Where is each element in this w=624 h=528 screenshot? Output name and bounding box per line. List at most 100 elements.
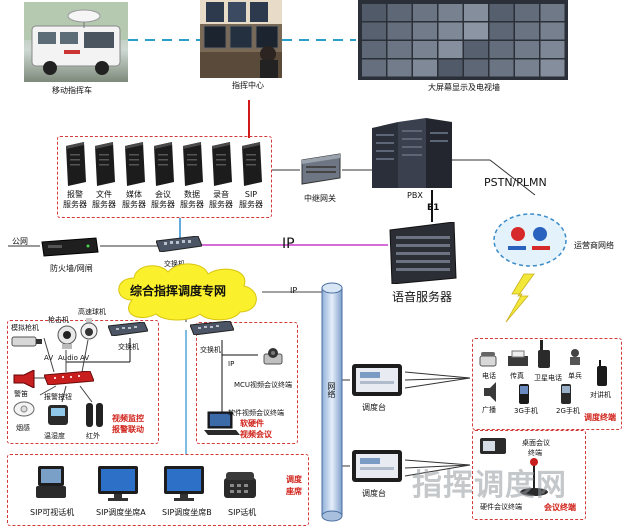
audio-label: Audio — [58, 354, 78, 362]
carrier-cloud — [492, 212, 568, 268]
infrared-sensor-icon — [84, 403, 106, 429]
video-monitoring-box — [7, 320, 159, 444]
smoke-detector-icon — [13, 400, 35, 418]
server-tower — [240, 142, 264, 186]
video-wall-tile — [540, 4, 565, 21]
gun-camera-label: 枪击机 — [48, 316, 69, 324]
trunk-gateway-device — [300, 152, 342, 188]
server-tower — [152, 142, 176, 186]
mobile-command-vehicle-image — [24, 2, 128, 82]
analog-camera-icon — [10, 334, 44, 348]
video-wall-image — [358, 0, 568, 80]
server-tower — [210, 142, 234, 186]
siren-label: 警笛 — [14, 390, 28, 398]
av-label: AV — [44, 354, 54, 362]
desktop-terminal-label-line2: 终端 — [528, 449, 542, 457]
server-label-line2: 服务器 — [122, 200, 146, 209]
server-label-line2: 服务器 — [239, 200, 263, 209]
video-wall-tile — [387, 59, 412, 77]
server-tower — [181, 142, 205, 186]
terminals-section-title: 调度终端 — [584, 413, 616, 422]
mobile-2g-icon — [560, 384, 572, 404]
phone-icon — [478, 350, 498, 368]
dispatch-terminals-box — [472, 338, 622, 430]
sip-phone-icon — [222, 472, 258, 500]
core-network-cloud — [112, 260, 262, 322]
mobile-3g-icon — [518, 384, 530, 404]
trunk-gateway-label: 中继网关 — [304, 194, 336, 203]
video-wall-tile — [489, 4, 514, 21]
video-wall-tile — [489, 59, 514, 77]
mobile-2g-label: 2G手机 — [556, 407, 580, 415]
av2-label: AV — [80, 354, 90, 362]
dispatch-console-1-icon — [350, 362, 404, 398]
broadcast-label: 广播 — [482, 406, 496, 414]
video-wall-tile — [540, 41, 565, 58]
server-label-line2: 服务器 — [63, 200, 87, 209]
satellite-phone-icon — [536, 340, 552, 370]
core-switch-device — [155, 235, 203, 253]
hardware-terminal-label: 硬件会议终端 — [480, 503, 522, 511]
dispatch-console-1-label: 调度台 — [362, 403, 386, 412]
dispatch-console-2-icon — [350, 448, 404, 484]
server-label-line1: 数据 — [184, 190, 200, 199]
siren-icon — [12, 369, 38, 389]
public-network-label: 公网 — [12, 237, 28, 246]
video-wall-tile — [413, 59, 437, 77]
pbx-cabinets — [372, 118, 452, 190]
video-wall-tile — [515, 4, 539, 21]
smoke-label: 烟感 — [16, 424, 30, 432]
server-group-box — [57, 136, 272, 218]
server-label-line2: 服务器 — [92, 200, 116, 209]
dome-camera-label: 高速球机 — [78, 308, 106, 316]
conference-section-title-line2: 视频会议 — [240, 430, 272, 439]
satellite-phone-label: 卫星电话 — [534, 374, 562, 382]
analog-camera-label: 模拟枪机 — [11, 324, 39, 332]
single-soldier-icon — [566, 348, 584, 366]
gun-camera-icon — [56, 325, 78, 351]
video-wall-caption: 大屏幕显示及电视墙 — [428, 83, 500, 92]
sip-phone-label: SIP话机 — [228, 508, 257, 517]
voice-server-device — [388, 221, 458, 285]
video-wall-tile — [515, 41, 539, 58]
sip-seat-b-label: SIP调度坐席B — [162, 508, 212, 517]
video-section-title-line2: 报警联动 — [112, 425, 144, 434]
mcu-terminal-icon — [258, 346, 288, 368]
network-bus-cylinder — [320, 282, 344, 522]
video-wall-tile — [362, 22, 386, 40]
intercom-label: 对讲机 — [590, 391, 611, 399]
server-tower — [123, 142, 147, 186]
pstn-label: PSTN/PLMN — [484, 176, 547, 189]
pbx-label: PBX — [407, 191, 423, 200]
firewall-label: 防火墙/网闸 — [50, 264, 93, 273]
core-switch-label: 交换机 — [164, 260, 185, 268]
seats-section-title-line1: 调度 — [286, 475, 302, 484]
video-section-title-line1: 视频监控 — [112, 414, 144, 423]
broadcast-speaker-icon — [482, 382, 498, 402]
video-wall-tile — [362, 4, 386, 21]
meeting-section-title: 会议终端 — [544, 503, 576, 512]
conference-box — [196, 322, 298, 444]
video-wall-tile — [438, 59, 463, 77]
fax-label: 传真 — [510, 372, 524, 380]
server-label-line2: 服务器 — [209, 200, 233, 209]
video-wall-tile — [515, 22, 539, 40]
voice-server-label: 语音服务器 — [392, 290, 453, 304]
video-wall-tile — [540, 59, 565, 77]
server-label-line1: 媒体 — [126, 190, 142, 199]
fax-icon — [506, 350, 530, 368]
server-label-line2: 服务器 — [151, 200, 175, 209]
video-wall-tile — [438, 22, 463, 40]
infrared-label: 红外 — [86, 432, 100, 440]
ip-link-label: IP — [282, 236, 295, 252]
video-wall-tile — [387, 4, 412, 21]
ip-small-label: IP — [290, 286, 298, 295]
video-wall-tile — [387, 41, 412, 58]
soft-terminal-label: 软件视频会议终端 — [228, 409, 284, 417]
video-wall-tile — [362, 41, 386, 58]
server-label-line2: 服务器 — [180, 200, 204, 209]
sip-seat-b-monitor-icon — [162, 466, 206, 502]
dvr-device — [43, 370, 95, 386]
mcu-terminal-label: MCU视频会议终端 — [234, 381, 293, 389]
